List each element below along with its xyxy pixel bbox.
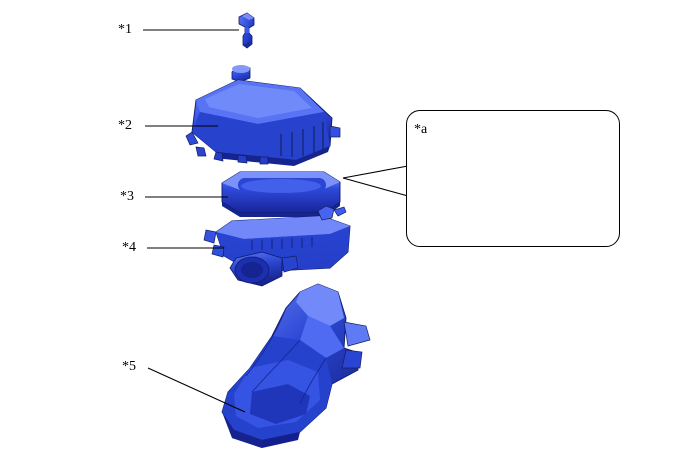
leader-a-lower	[342, 177, 409, 197]
detail-callout-box	[406, 110, 620, 247]
leader-lines	[143, 29, 409, 413]
part-air-cleaner-case-4	[203, 205, 351, 287]
part-clip-1	[238, 12, 255, 49]
part-air-cleaner-cap-2	[185, 65, 341, 166]
leader-a-upper	[342, 165, 409, 179]
part-air-cleaner-inlet-5	[221, 283, 371, 448]
label-ref-4: *4	[122, 240, 136, 255]
part-air-filter-element-3	[221, 171, 341, 217]
label-ref-a: *a	[414, 122, 428, 137]
label-ref-2: *2	[118, 118, 132, 133]
label-ref-5: *5	[122, 359, 136, 374]
leader-5	[147, 367, 246, 413]
label-ref-3: *3	[120, 189, 134, 204]
label-ref-1: *1	[118, 22, 132, 37]
